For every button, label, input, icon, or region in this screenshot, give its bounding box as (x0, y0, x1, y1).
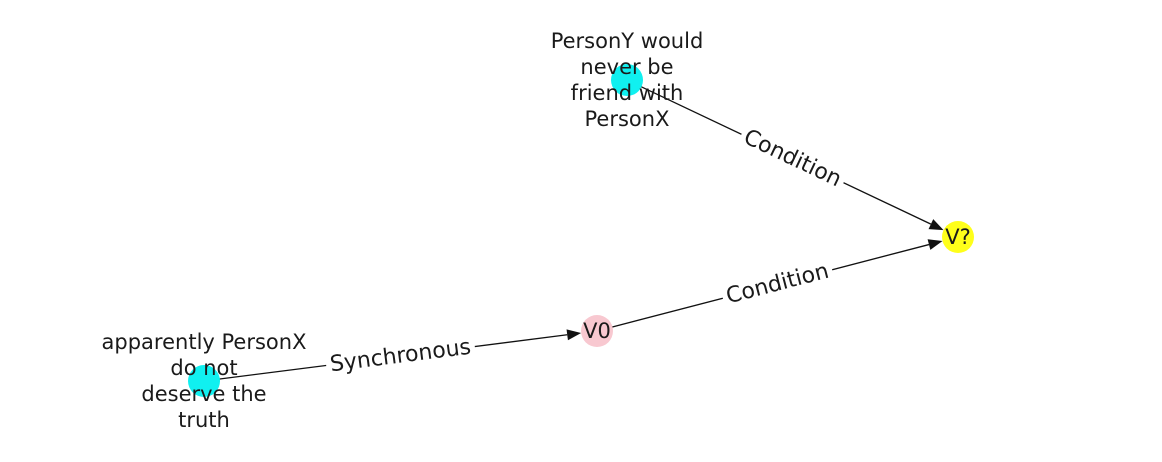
edge-label-group-0: Condition (735, 121, 850, 196)
edge-arrowhead-2 (927, 239, 943, 250)
node-label-line: PersonX (585, 107, 670, 131)
node-label-line: friend with (571, 81, 684, 105)
node-label-line: apparently PersonX (102, 330, 307, 354)
edge-label-group-2: Condition (719, 255, 836, 313)
edge-arrowhead-1 (566, 329, 582, 341)
node-label-line: PersonY would (551, 29, 704, 53)
edges-layer (203, 79, 944, 382)
node-v0-circle (581, 315, 613, 347)
edge-label: Synchronous (329, 335, 473, 378)
edge-label: Condition (740, 125, 846, 193)
edge-label-bg (735, 121, 850, 196)
node-label-line: V0 (583, 319, 611, 343)
node-label-line: do not (170, 356, 237, 380)
edge-label-bg (324, 332, 477, 380)
node-label-line: truth (178, 408, 230, 432)
edge-label-group-1: Synchronous (324, 332, 477, 380)
node-persony-never-friend-circle (611, 64, 643, 96)
node-v-unknown-circle (942, 221, 974, 253)
node-v-unknown-label: V? (945, 225, 971, 249)
node-label-line: never be (580, 55, 673, 79)
edge-label: Condition (724, 259, 832, 310)
edge-label-bg (719, 255, 836, 313)
node-label-line: V? (945, 225, 971, 249)
edge-arrowhead-0 (928, 219, 944, 231)
node-label-line: deserve the (141, 382, 266, 406)
node-v0-label: V0 (583, 319, 611, 343)
nodes-layer (188, 64, 974, 397)
node-apparently-personx-circle (188, 365, 220, 397)
